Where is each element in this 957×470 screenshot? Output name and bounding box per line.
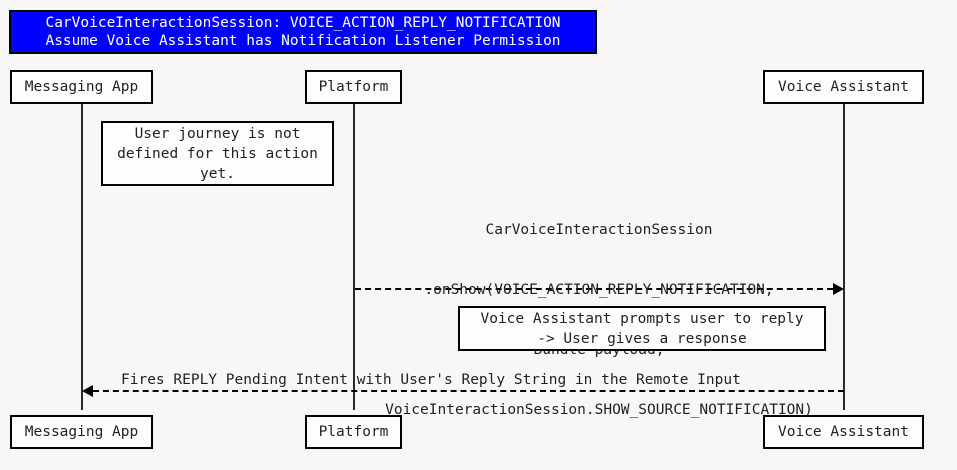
participant-header-messaging-app-label: Messaging App [24,79,139,95]
note-prompt-user: Voice Assistant prompts user to reply ->… [458,306,826,351]
message-reply-pending-intent-label: Fires REPLY Pending Intent with User's R… [121,372,741,388]
message-reply-pending-intent-arrowhead-left-icon [82,385,93,397]
note-prompt-user-line-2: -> User gives a response [537,330,747,347]
participant-header-platform-label: Platform [318,79,389,95]
note-user-journey: User journey is not defined for this act… [101,121,334,186]
message-reply-pending-intent-arrow-line [93,390,844,392]
message-onshow-line-4: VoiceInteractionSession.SHOW_SOURCE_NOTI… [385,402,813,418]
participant-footer-messaging-app-label: Messaging App [24,424,139,440]
note-user-journey-line-2: defined for this action [117,145,318,162]
note-user-journey-line-1: User journey is not [134,125,301,142]
message-onshow-arrow-line [355,288,833,290]
message-onshow-line-1: CarVoiceInteractionSession [485,222,713,238]
diagram-title-line-2: Assume Voice Assistant has Notification … [45,33,561,49]
participant-header-messaging-app[interactable]: Messaging App [10,70,153,104]
participant-footer-messaging-app[interactable]: Messaging App [10,415,153,449]
diagram-title-line-1: CarVoiceInteractionSession: VOICE_ACTION… [45,15,561,31]
note-prompt-user-line-1: Voice Assistant prompts user to reply [480,310,804,327]
diagram-title-banner: CarVoiceInteractionSession: VOICE_ACTION… [9,10,597,54]
lifeline-platform [353,104,355,410]
participant-footer-platform[interactable]: Platform [305,415,402,449]
participant-header-platform[interactable]: Platform [305,70,402,104]
note-user-journey-line-3: yet. [200,165,235,182]
lifeline-voice-assistant [843,104,845,410]
participant-footer-platform-label: Platform [318,424,389,440]
participant-footer-voice-assistant-label: Voice Assistant [778,424,909,440]
participant-header-voice-assistant[interactable]: Voice Assistant [763,70,924,104]
participant-footer-voice-assistant[interactable]: Voice Assistant [763,415,924,449]
lifeline-messaging-app [81,104,83,410]
message-onshow-line-2: .onShow(VOICE_ACTION_REPLY_NOTIFICATION, [424,282,774,298]
participant-header-voice-assistant-label: Voice Assistant [778,79,909,95]
message-onshow-arrowhead-right-icon [833,283,844,295]
message-onshow-label: CarVoiceInteractionSession .onShow(VOICE… [354,180,844,460]
